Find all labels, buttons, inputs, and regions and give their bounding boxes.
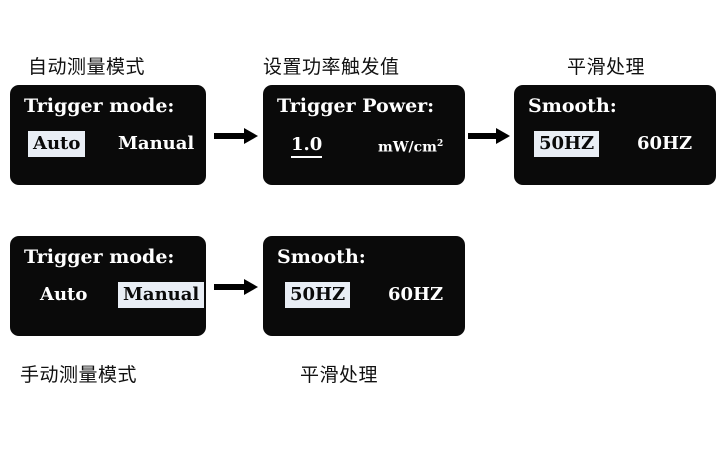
screen-title-smooth-manual: Smooth: [277,246,366,268]
caption-manual-measure-mode: 手动测量模式 [20,364,138,386]
option-60hz[interactable]: 60HZ [388,284,444,305]
screen-title-smooth-auto: Smooth: [528,95,617,117]
option-manual[interactable]: Manual [118,133,195,154]
screen-smooth-auto: Smooth: 50HZ 60HZ [514,85,716,185]
screen-trigger-power: Trigger Power: 1.0 mW/cm2 [263,85,465,185]
option-row-trigger-mode-manual: Auto Manual [10,282,206,316]
arrow-head [496,128,510,144]
caption-set-power-trigger-value: 设置功率触发值 [263,56,400,78]
unit-text: mW/cm [378,139,437,156]
arrow-shaft [468,133,496,139]
option-auto-selected[interactable]: Auto [28,131,86,157]
option-50hz-selected[interactable]: 50HZ [534,131,600,157]
arrow-shaft [214,133,244,139]
arrow-shaft [214,284,244,290]
option-row-trigger-mode-auto: Auto Manual [10,131,206,165]
arrow-auto-to-power [214,128,258,144]
screen-trigger-mode-auto: Trigger mode: Auto Manual [10,85,206,185]
arrow-power-to-smooth [468,128,510,144]
option-50hz-selected[interactable]: 50HZ [285,282,351,308]
trigger-power-value[interactable]: 1.0 [291,135,323,158]
option-row-smooth-manual: 50HZ 60HZ [263,282,465,316]
arrow-head [244,128,258,144]
screen-title-trigger-mode: Trigger mode: [24,95,175,117]
screen-smooth-manual: Smooth: 50HZ 60HZ [263,236,465,336]
arrow-head [244,279,258,295]
caption-smooth-processing-top: 平滑处理 [567,56,646,78]
arrow-manual-to-smooth [214,279,258,295]
caption-smooth-processing-bottom: 平滑处理 [300,364,379,386]
caption-auto-measure-mode: 自动测量模式 [28,56,146,78]
option-auto[interactable]: Auto [40,284,88,305]
screen-title-trigger-mode-manual: Trigger mode: [24,246,175,268]
option-60hz[interactable]: 60HZ [637,133,693,154]
trigger-power-unit: mW/cm2 [378,139,443,156]
unit-superscript: 2 [437,139,444,149]
screen-trigger-mode-manual: Trigger mode: Auto Manual [10,236,206,336]
screen-title-trigger-power: Trigger Power: [277,95,435,117]
option-row-smooth-auto: 50HZ 60HZ [514,131,716,165]
option-manual-selected[interactable]: Manual [118,282,205,308]
